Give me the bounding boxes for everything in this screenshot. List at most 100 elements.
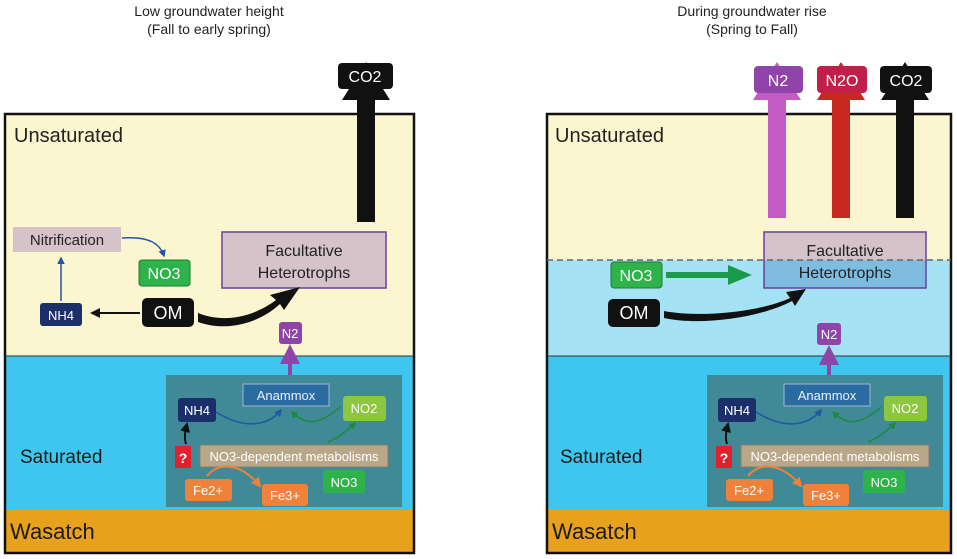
left-no3-label: NO3 xyxy=(148,266,181,283)
right-saturated-label: Saturated xyxy=(560,447,642,468)
right-nh4-to-anammox-arrow xyxy=(755,408,822,425)
left-saturated-label: Saturated xyxy=(20,447,102,468)
right-metabolism-to-no2-arrow xyxy=(867,421,897,443)
left-facultative-line1: Facultative xyxy=(265,243,342,260)
right-n2-flux-arrow xyxy=(753,62,801,218)
left-unknown-to-nh4-arrow xyxy=(180,422,190,445)
left-bedrock-label: Wasatch xyxy=(10,519,95,544)
left-nh4-to-anammox-arrow xyxy=(215,408,282,425)
right-facultative-box-bottom xyxy=(764,260,926,288)
right-n2-label: N2 xyxy=(821,327,838,342)
left-no2-label: NO2 xyxy=(351,401,378,416)
right-no3-box xyxy=(610,261,663,289)
left-co2-label: CO2 xyxy=(349,69,382,86)
left-no2-box xyxy=(343,396,386,421)
left-no3-dependent-label: NO3-dependent metabolisms xyxy=(209,449,379,464)
left-panel-border xyxy=(3,112,416,555)
right-facultative-box-top xyxy=(764,232,926,260)
left-unsaturated-label: Unsaturated xyxy=(14,125,123,147)
right-facultative-box-border xyxy=(763,231,927,289)
left-panel: Low groundwater height (Fall to early sp… xyxy=(3,3,416,555)
right-unsaturated-label: Unsaturated xyxy=(555,125,664,147)
right-co2-gas-label: CO2 xyxy=(890,73,923,90)
left-nh4-label: NH4 xyxy=(48,308,74,323)
right-n2o-gas-box xyxy=(817,66,867,93)
left-facultative-box xyxy=(221,231,387,289)
right-n2o-gas-label: N2O xyxy=(826,73,859,90)
left-n2-label: N2 xyxy=(282,326,299,341)
left-title: Low groundwater height xyxy=(134,3,284,19)
left-sat-no3-label: NO3 xyxy=(331,475,358,490)
right-unknown-to-nh4-arrow xyxy=(721,422,731,445)
right-fe3-box xyxy=(803,484,849,506)
right-om-box xyxy=(608,299,660,327)
right-no2-to-anammox-arrow xyxy=(831,406,882,423)
left-fe-oxidation-arrow xyxy=(206,465,262,488)
right-anammox-label: Anammox xyxy=(798,388,857,403)
left-metabolism-to-no2-arrow xyxy=(327,421,357,443)
right-panel-border xyxy=(545,112,953,555)
left-unknown-label: ? xyxy=(179,450,188,466)
left-fe3-box xyxy=(262,484,308,506)
left-subtitle: (Fall to early spring) xyxy=(147,21,271,37)
right-anammox-box xyxy=(783,383,871,407)
left-sat-no3-box xyxy=(323,470,365,493)
left-no3-box xyxy=(138,259,191,287)
left-nh4-box xyxy=(40,303,82,326)
right-no3-label: NO3 xyxy=(620,268,653,285)
right-title: During groundwater rise xyxy=(677,3,827,19)
left-fe2-box xyxy=(185,479,232,501)
left-om-label: OM xyxy=(154,303,183,323)
left-anammox-box xyxy=(242,383,330,407)
left-no3-dependent-box xyxy=(199,444,389,468)
right-facultative-line2: Heterotrophs xyxy=(799,265,892,282)
left-facultative-line2: Heterotrophs xyxy=(258,265,351,282)
right-no2-label: NO2 xyxy=(892,401,919,416)
left-anammox-label: Anammox xyxy=(257,388,316,403)
left-sat-nh4-label: NH4 xyxy=(184,403,210,418)
right-fe2-label: Fe2+ xyxy=(734,483,764,498)
left-no2-to-anammox-arrow xyxy=(290,406,341,423)
right-sat-nh4-label: NH4 xyxy=(724,403,750,418)
right-co2-flux-arrow xyxy=(881,62,929,218)
right-n2-gas-label: N2 xyxy=(768,73,789,90)
right-om-label: OM xyxy=(620,303,649,323)
right-unknown-label: ? xyxy=(720,450,729,466)
right-fe2-box xyxy=(726,479,773,501)
right-n2o-flux-arrow xyxy=(817,62,865,218)
left-co2-box xyxy=(338,63,393,89)
left-co2-flux-arrow xyxy=(342,62,390,222)
right-no3-to-heterotrophs-arrow xyxy=(666,265,752,285)
left-sat-nh4-box xyxy=(178,398,216,422)
left-nitrification-box xyxy=(13,227,121,252)
right-facultative-line1: Facultative xyxy=(806,243,883,260)
right-sat-nh4-box xyxy=(718,398,756,422)
right-bedrock-label: Wasatch xyxy=(552,519,637,544)
left-nitrification-to-no3-arrow xyxy=(121,236,166,258)
right-fe3-label: Fe3+ xyxy=(811,488,841,503)
right-unknown-box xyxy=(716,446,732,468)
right-no2-box xyxy=(884,396,927,421)
right-co2-gas-box xyxy=(880,66,932,93)
left-n2-box xyxy=(279,322,302,344)
right-sat-no3-label: NO3 xyxy=(871,475,898,490)
right-bedrock xyxy=(547,510,951,553)
right-panel: During groundwater rise (Spring to Fall)… xyxy=(545,3,953,555)
right-n2-gas-box xyxy=(754,66,803,93)
left-bedrock xyxy=(5,510,414,553)
right-om-to-heterotrophs-arrow xyxy=(664,289,806,322)
left-om-to-heterotrophs-arrow xyxy=(198,287,300,327)
left-fe3-label: Fe3+ xyxy=(270,488,300,503)
left-om-box xyxy=(142,298,194,327)
left-unknown-box xyxy=(175,446,191,468)
right-sat-no3-box xyxy=(863,470,905,493)
right-fe-oxidation-arrow xyxy=(747,465,803,488)
right-no3-dependent-box xyxy=(740,444,930,468)
right-n2-box xyxy=(817,323,841,345)
right-subtitle: (Spring to Fall) xyxy=(706,21,798,37)
left-fe2-label: Fe2+ xyxy=(193,483,223,498)
left-nitrification-label: Nitrification xyxy=(30,232,104,249)
right-no3-dependent-label: NO3-dependent metabolisms xyxy=(750,449,920,464)
